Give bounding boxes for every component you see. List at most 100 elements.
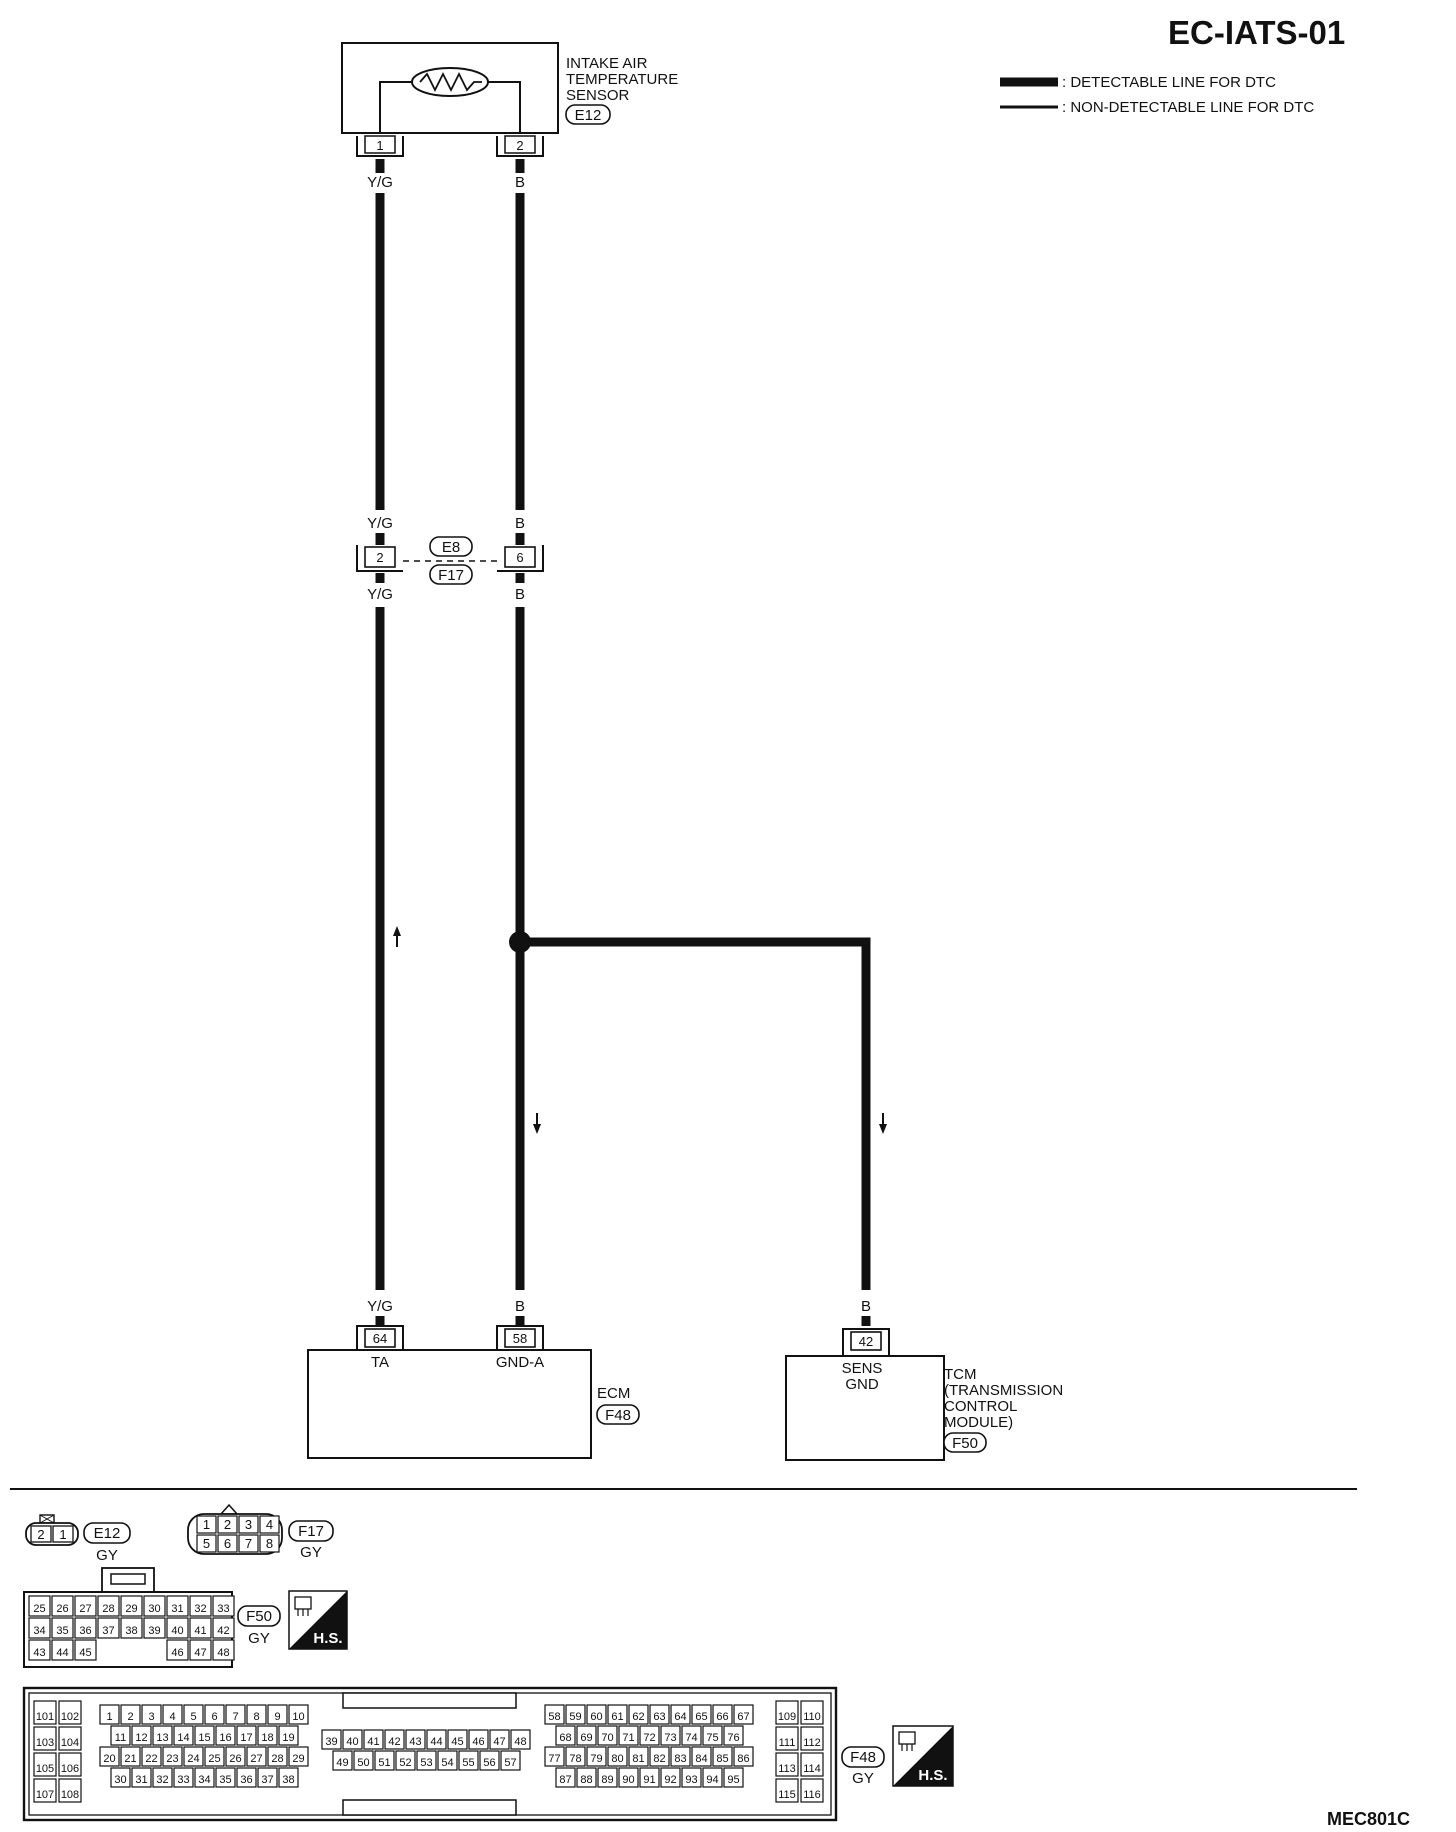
connector-pin-label: 32 — [194, 1603, 206, 1615]
connector-pin-label: 85 — [716, 1753, 728, 1765]
connector-pin-label: 101 — [36, 1711, 54, 1723]
connector-pin-label: 38 — [125, 1625, 137, 1637]
connector-pin-cell — [141, 1746, 162, 1767]
connector-pin-label: 31 — [135, 1774, 147, 1786]
connector-pin-label: 37 — [261, 1774, 273, 1786]
connector-pin-cell — [342, 1729, 363, 1750]
connector-pin-label: 72 — [643, 1732, 655, 1744]
connector-pin-cell — [395, 1750, 416, 1771]
connector-pin-label: 69 — [580, 1732, 592, 1744]
sensor-pin-1: 1 — [356, 135, 404, 157]
connector-pin-cell — [225, 1704, 246, 1725]
connector-pin-cell — [576, 1767, 597, 1788]
connector-pin-cell — [639, 1725, 660, 1746]
connector-pin-label: 68 — [559, 1732, 571, 1744]
connector-pin-cell — [152, 1767, 173, 1788]
connector-pin-cell — [733, 1704, 754, 1725]
connector-pin-label: 84 — [695, 1753, 707, 1765]
connector-pin-label: 17 — [240, 1732, 252, 1744]
connector-pin-cell — [183, 1704, 204, 1725]
connector-pin-cell — [51, 1595, 74, 1617]
connector-pin-cell — [58, 1700, 82, 1725]
sensor-name-line-2: TEMPERATURE — [566, 71, 678, 88]
connector-pin-cell — [120, 1617, 143, 1639]
joint-connector-e8-badge — [429, 536, 473, 557]
connector-pin-cell — [143, 1617, 166, 1639]
connector-pin-cell — [110, 1725, 131, 1746]
connector-pin-label: 12 — [135, 1732, 147, 1744]
connector-pin-label: 116 — [803, 1789, 821, 1801]
connector-pin-label: 103 — [36, 1737, 54, 1749]
connector-pin-label: 47 — [194, 1647, 206, 1659]
connector-pin-cell — [607, 1746, 628, 1767]
connector-pin-label: 113 — [778, 1763, 796, 1775]
connector-pin-label: 7 — [245, 1536, 252, 1551]
connector-pin-cell — [131, 1767, 152, 1788]
wire-color-joint-left-top: Y/G — [367, 515, 393, 532]
connector-pin-cell — [204, 1746, 225, 1767]
tcm-terminal-line-2: GND — [845, 1376, 879, 1393]
tcm-connector-label: F50 — [952, 1435, 978, 1452]
connector-pin-cell — [236, 1725, 257, 1746]
connector-pin-cell — [288, 1746, 309, 1767]
svg-text:64: 64 — [373, 1331, 387, 1346]
connector-pin-cell — [702, 1767, 723, 1788]
connector-pin-label: 6 — [211, 1711, 217, 1723]
connector-pin-label: 43 — [409, 1736, 421, 1748]
connector-pin-label: 3 — [245, 1517, 252, 1532]
connector-pin-label: 45 — [79, 1647, 91, 1659]
harness-side-label: H.S. — [313, 1630, 342, 1647]
connector-pin-cell — [712, 1704, 733, 1725]
connector-pin-label: 40 — [346, 1736, 358, 1748]
connector-pin-cell — [162, 1746, 183, 1767]
connector-pin-cell — [649, 1704, 670, 1725]
tcm-name-line-1: TCM — [944, 1366, 977, 1383]
connector-pin-label: 39 — [325, 1736, 337, 1748]
connector-pin-label: 34 — [33, 1625, 45, 1637]
connector-pin-cell — [775, 1752, 799, 1777]
connector-pin-label: 92 — [664, 1774, 676, 1786]
connector-pin-cell — [236, 1767, 257, 1788]
connector-pin-label: 74 — [685, 1732, 697, 1744]
connector-pin-label: 77 — [548, 1753, 560, 1765]
ecm-box — [307, 1349, 592, 1459]
connector-pin-cell — [332, 1750, 353, 1771]
svg-text:58: 58 — [513, 1331, 527, 1346]
connector-pin-label: 32 — [156, 1774, 168, 1786]
connector-pin-label: 90 — [622, 1774, 634, 1786]
legend-thin-label: : NON-DETECTABLE LINE FOR DTC — [1062, 99, 1314, 116]
connector-pin-label: 22 — [145, 1753, 157, 1765]
ecm-terminal-ta: TA — [371, 1354, 389, 1371]
connector-pin-label: 42 — [217, 1625, 229, 1637]
intake-air-temperature-sensor: INTAKE AIR TEMPERATURE SENSOR E12 — [341, 42, 678, 134]
connector-pin-cell — [212, 1617, 235, 1639]
connector-pin-cell — [99, 1746, 120, 1767]
connector-pin-label: 29 — [292, 1753, 304, 1765]
connector-pin-cell — [586, 1704, 607, 1725]
connector-pin-cell — [58, 1726, 82, 1751]
connector-pin-cell — [691, 1704, 712, 1725]
connector-pin-cell — [775, 1778, 799, 1803]
connector-pin-label: 106 — [61, 1763, 79, 1775]
connector-pin-label: 59 — [569, 1711, 581, 1723]
connector-pin-label: 1 — [203, 1517, 210, 1532]
connector-pin-cell — [800, 1778, 824, 1803]
wire-color-ecm-gnd: B — [515, 1298, 525, 1315]
connector-pin-cell — [510, 1729, 531, 1750]
sensor-connector-label: E12 — [575, 107, 602, 124]
connector-pin-cell — [479, 1750, 500, 1771]
connector-pin-cell — [489, 1729, 510, 1750]
connector-pin-label: 111 — [779, 1737, 796, 1749]
connector-pin-cell — [681, 1767, 702, 1788]
connector-pin-cell — [447, 1729, 468, 1750]
connector-id: F50 — [246, 1608, 272, 1625]
svg-text:1: 1 — [59, 1527, 66, 1542]
connector-pin-cell — [166, 1617, 189, 1639]
connector-pin-label: 2 — [224, 1517, 231, 1532]
connector-pin-label: 4 — [266, 1517, 273, 1532]
connector-pin-label: 50 — [357, 1757, 369, 1769]
connector-pin-label: 35 — [219, 1774, 231, 1786]
connector-pin-cell — [33, 1726, 57, 1751]
wire-color-joint-right-bottom: B — [515, 586, 525, 603]
connector-pin-label: 42 — [388, 1736, 400, 1748]
